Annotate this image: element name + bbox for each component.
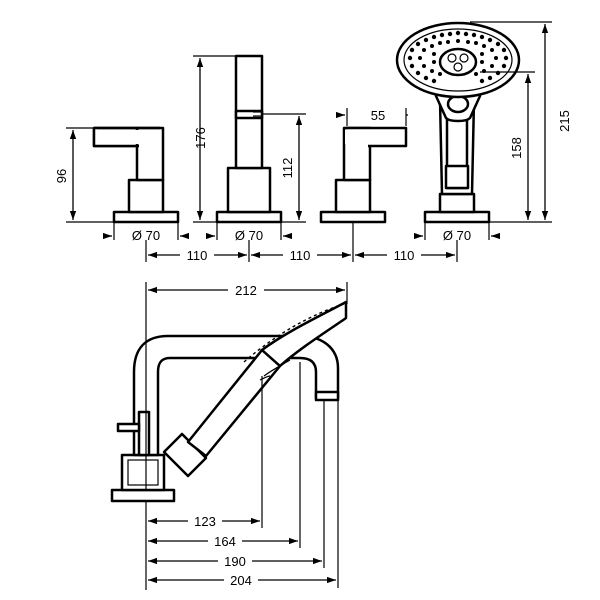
dim-projection-2: 164	[214, 534, 236, 549]
dim-spacing-1: 110	[187, 248, 208, 263]
dim-projection-3: 190	[224, 554, 246, 569]
dim-overall-depth: 212	[235, 283, 257, 298]
dim-base-diameter-valve-left: Ø 70	[132, 228, 160, 243]
side-view-dimensions: 212 123 164 190 204	[145, 282, 348, 590]
dim-spout-height: 176	[193, 127, 208, 149]
dim-lever-length: 55	[371, 108, 385, 123]
dim-projection-4: 204	[230, 573, 252, 588]
hand-shower-front-view	[395, 21, 521, 224]
right-valve-front-view	[319, 126, 408, 224]
top-view-dimensions: 96 176 112 55 158 215 Ø 70	[54, 21, 572, 263]
dim-shower-total-height: 215	[557, 110, 572, 132]
dim-base-diameter-spout: Ø 70	[235, 228, 263, 243]
dim-projection-1: 123	[194, 514, 216, 529]
dim-spacing-2: 110	[290, 248, 311, 263]
left-valve-front-view	[92, 126, 180, 224]
dim-shower-holder-height: 158	[509, 137, 524, 159]
dim-spacing-3: 110	[394, 248, 415, 263]
side-view-assembly	[110, 300, 348, 503]
dim-lever-height: 96	[54, 169, 69, 183]
spout-front-view	[215, 54, 283, 224]
dim-base-diameter-shower: Ø 70	[443, 228, 471, 243]
dim-spout-outlet-height: 112	[280, 158, 295, 179]
